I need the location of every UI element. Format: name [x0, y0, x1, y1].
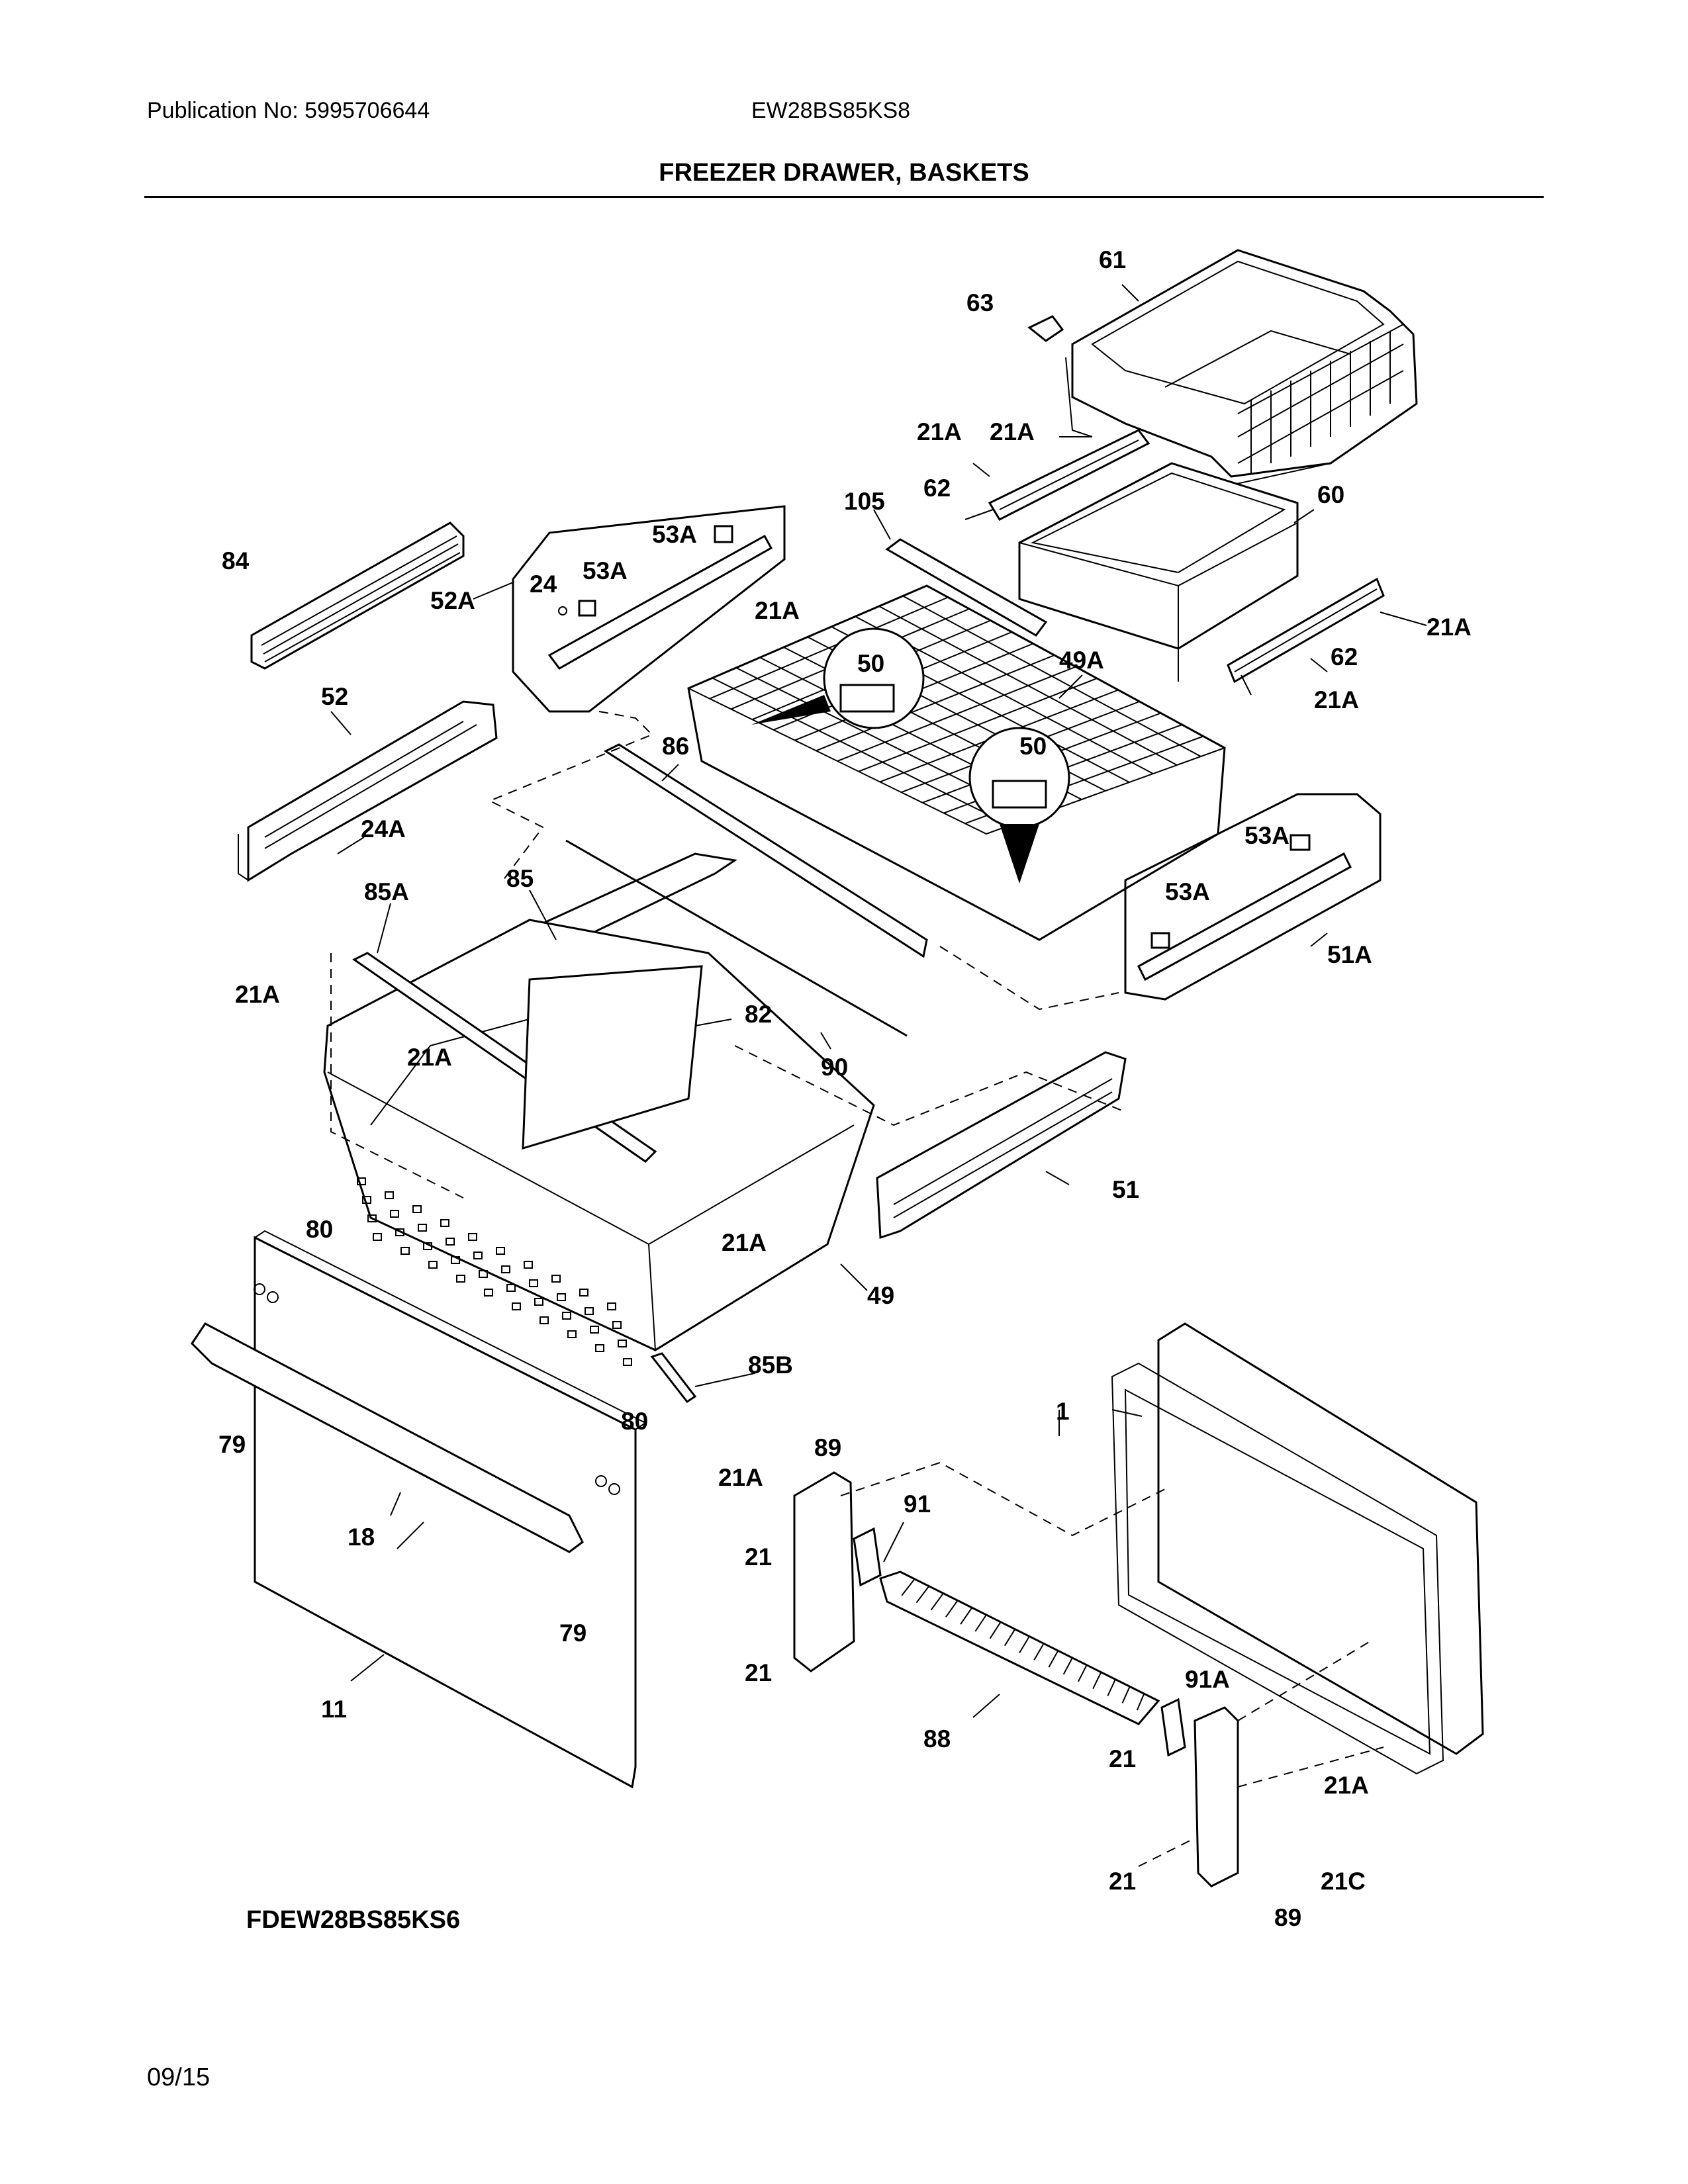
part-61-upper-drawer-frame: [1065, 249, 1418, 487]
inset-51a-box: [1124, 793, 1382, 1001]
label-53a: 53A: [1165, 878, 1210, 905]
label-18: 18: [348, 1524, 375, 1551]
part-88-wire-guard: [879, 1570, 1160, 1725]
part-60-bin: [1018, 462, 1299, 682]
label-21a: 21A: [718, 1464, 763, 1491]
label-91a: 91A: [1185, 1666, 1230, 1693]
label-21a: 21A: [917, 418, 962, 445]
label-53a: 53A: [583, 557, 628, 584]
label-85b: 85B: [748, 1351, 793, 1379]
label-21a: 21A: [407, 1044, 452, 1071]
part-89-bracket-left: [793, 1471, 855, 1672]
label-49a: 49A: [1059, 647, 1104, 674]
label-53a: 53A: [652, 521, 697, 548]
label-21: 21: [745, 1543, 772, 1570]
label-80: 80: [621, 1408, 648, 1435]
label-61: 61: [1099, 246, 1126, 273]
inset-52a-box: [512, 505, 786, 713]
diagram-title: FREEZER DRAWER, BASKETS: [659, 159, 1029, 187]
label-50: 50: [1019, 733, 1047, 760]
label-24a: 24A: [361, 815, 406, 842]
label-79: 79: [218, 1431, 246, 1458]
part-52-slide: [238, 700, 498, 882]
part-82-divider: [522, 965, 703, 1150]
part-85b-rod: [650, 1352, 697, 1404]
label-89: 89: [814, 1434, 841, 1461]
label-79: 79: [559, 1619, 586, 1647]
label-21a: 21A: [722, 1229, 767, 1256]
part-11-drawer-front: [254, 1230, 647, 1789]
label-52: 52: [321, 683, 348, 710]
reference-dashed-lines: [330, 711, 1384, 1867]
label-84: 84: [222, 547, 250, 574]
label-21: 21: [1109, 1745, 1136, 1772]
model-number: EW28BS85KS8: [751, 98, 911, 123]
part-50-callout-a: [751, 627, 925, 729]
label-51: 51: [1112, 1176, 1139, 1203]
part-91a-clip: [1160, 1698, 1186, 1757]
label-63: 63: [966, 289, 994, 316]
part-18-handle: [191, 1322, 584, 1553]
part-90-rod: [565, 839, 908, 1037]
label-53a: 53A: [1244, 822, 1289, 849]
part-63-clip: [1027, 315, 1064, 342]
part-51-slide: [876, 1051, 1127, 1240]
footer-model-number: FDEW28BS85KS6: [246, 1906, 461, 1934]
label-24: 24: [530, 570, 557, 598]
part-91-clip: [853, 1527, 882, 1587]
part-50-callout-b: [968, 727, 1070, 884]
part-62-rail-upper: [988, 429, 1150, 521]
label-62: 62: [1331, 643, 1358, 670]
label-82: 82: [745, 1001, 772, 1028]
label-62: 62: [923, 475, 951, 502]
label-50: 50: [857, 650, 884, 677]
label-51a: 51A: [1327, 941, 1372, 968]
label-105: 105: [844, 488, 885, 515]
label-21a: 21A: [1427, 614, 1472, 641]
label-88: 88: [923, 1725, 951, 1752]
label-21c: 21C: [1321, 1868, 1366, 1895]
publication-number: Publication No: 5995706644: [147, 98, 430, 123]
part-1-door-frame: [1111, 1322, 1484, 1775]
label-49: 49: [867, 1282, 894, 1309]
label-52a: 52A: [430, 587, 475, 614]
part-80-fasteners: [254, 1283, 620, 1495]
header-rule: [144, 196, 1544, 198]
label-21a: 21A: [1324, 1772, 1369, 1799]
label-21a: 21A: [235, 981, 280, 1008]
label-91: 91: [904, 1490, 931, 1518]
label-89: 89: [1274, 1904, 1301, 1931]
label-85: 85: [506, 865, 534, 892]
label-85a: 85A: [364, 878, 409, 905]
part-number-labels: 61 63 21A 21A 62 60 105 53A 84 24 53A 52…: [218, 246, 1472, 1931]
publication-date: 09/15: [147, 2064, 211, 2091]
label-1: 1: [1056, 1398, 1070, 1425]
part-62-rail-lower: [1227, 577, 1385, 684]
label-21: 21: [1109, 1868, 1136, 1895]
label-80: 80: [306, 1216, 333, 1243]
part-105-bar: [885, 538, 1048, 637]
label-11: 11: [321, 1696, 347, 1723]
label-60: 60: [1317, 481, 1344, 508]
part-84-cover: [250, 522, 465, 670]
part-86-trim: [603, 743, 928, 958]
label-21a: 21A: [1314, 686, 1359, 713]
label-90: 90: [821, 1054, 848, 1081]
label-21: 21: [745, 1659, 772, 1686]
label-21a: 21A: [990, 418, 1035, 445]
label-21a: 21A: [755, 597, 800, 624]
label-86: 86: [662, 733, 689, 760]
leader-lines: [330, 284, 1427, 1718]
part-89-bracket-right: [1194, 1706, 1239, 1888]
